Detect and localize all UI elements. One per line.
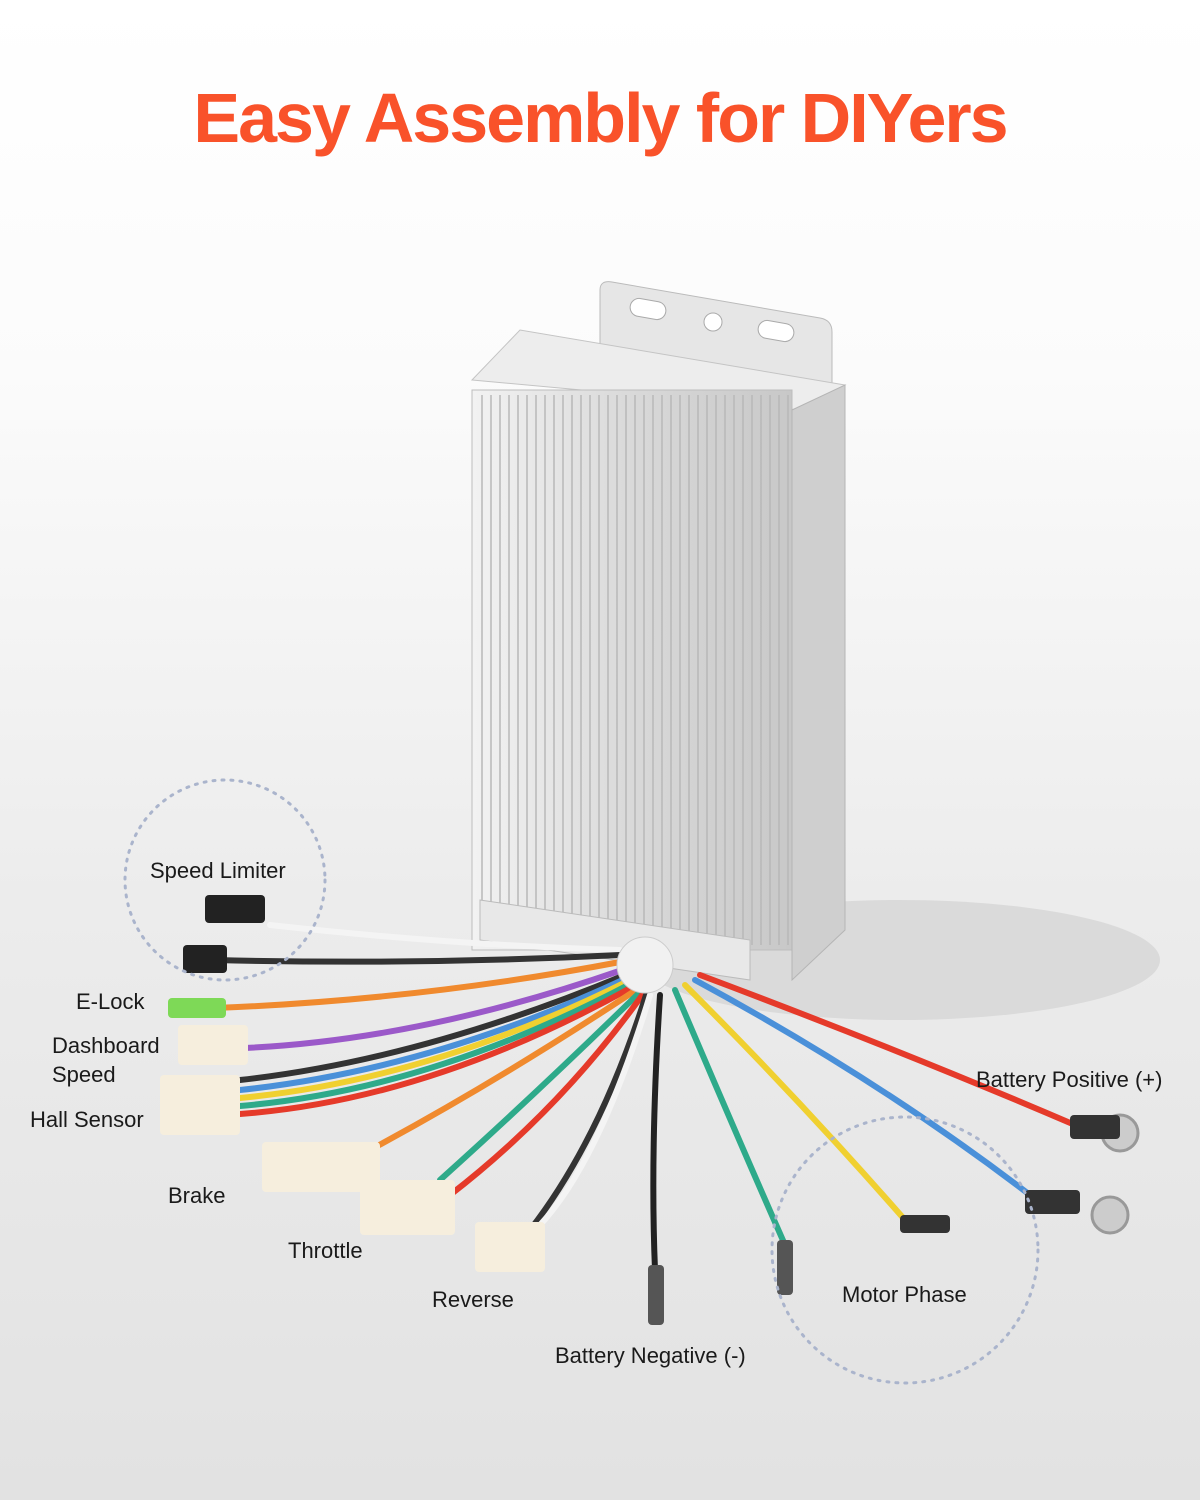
reverse-connector: [475, 1222, 545, 1272]
wire: [212, 959, 623, 1011]
wire: [437, 989, 643, 1183]
throttle-connector: [360, 1180, 455, 1235]
label-hall-sensor: Hall Sensor: [30, 1107, 144, 1132]
wire: [650, 992, 663, 1273]
wire: [237, 975, 630, 1093]
label-motor-phase: Motor Phase: [842, 1282, 967, 1307]
motor-phase-terminal-2: [900, 1215, 950, 1233]
motor-phase-terminal: [777, 1240, 793, 1295]
cable-gland: [616, 936, 674, 994]
wire: [527, 992, 649, 1233]
battery-positive-sleeve: [1070, 1115, 1120, 1139]
battery-sleeve-2: [1025, 1190, 1080, 1214]
wire: [237, 983, 637, 1117]
wire: [267, 922, 623, 953]
wire: [682, 982, 908, 1223]
wire: [672, 987, 788, 1248]
label-battery-negative: Battery Negative (-): [555, 1343, 746, 1368]
callout-circle-motor-phase: [770, 1115, 1040, 1385]
label-battery-positive: Battery Positive (+): [976, 1067, 1163, 1092]
wire: [212, 952, 623, 965]
label-speed-limiter: Speed Limiter: [150, 858, 286, 883]
hall-sensor-connector: [160, 1075, 240, 1135]
callout-circle-speed-limiter: [123, 778, 327, 982]
e-lock-connector: [168, 998, 226, 1018]
wire: [447, 991, 646, 1198]
wire: [242, 967, 625, 1051]
speed-limiter-connector: [205, 895, 265, 923]
brake-connector: [262, 1142, 380, 1192]
label-reverse: Reverse: [432, 1287, 514, 1312]
heatsink-body: [471, 389, 793, 951]
wire: [237, 977, 633, 1101]
wire: [367, 987, 639, 1153]
dashboard-speed-connector: [178, 1025, 248, 1065]
battery-ring-2: [1090, 1195, 1130, 1235]
label-dashboard-speed-2: Speed: [52, 1062, 116, 1087]
controller-side: [791, 384, 846, 982]
label-e-lock: E-Lock: [76, 989, 145, 1014]
label-throttle: Throttle: [288, 1238, 363, 1263]
speed-limiter-connector-2: [183, 945, 227, 973]
wire: [237, 980, 635, 1109]
wire: [697, 972, 1078, 1128]
page-title: Easy Assembly for DIYers: [193, 79, 1008, 157]
battery-negative-terminal: [648, 1265, 664, 1325]
label-dashboard-speed-1: Dashboard: [52, 1033, 160, 1058]
wire: [237, 972, 628, 1083]
wire: [692, 977, 1033, 1198]
wire: [537, 992, 653, 1228]
label-brake: Brake: [168, 1183, 226, 1208]
